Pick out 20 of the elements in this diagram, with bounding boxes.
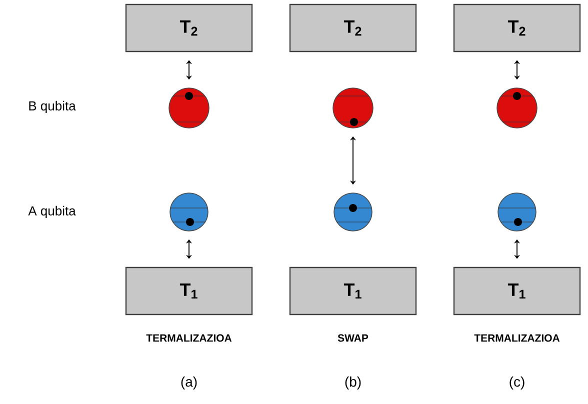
qubit-drawing — [170, 192, 208, 232]
panel-label: (c) — [510, 376, 524, 390]
qubit-drawing — [332, 88, 374, 128]
step-label: SWAP — [338, 334, 368, 342]
panel-label: (b) — [345, 376, 361, 390]
qubit-drawing — [168, 88, 210, 128]
step-label: TERMALIZAZIOA — [474, 334, 560, 342]
heat-bath-box: T$_{2}$ — [453, 4, 581, 52]
heat-bath-box: T$_{1}$ — [453, 266, 581, 316]
qubit-drawing — [334, 192, 372, 232]
panel-label: (a) — [181, 376, 197, 390]
heat-bath-box: T$_{1}$ — [125, 266, 253, 316]
heat-bath-box: T$_{2}$ — [125, 4, 253, 52]
axis-label: A qubita — [28, 206, 76, 218]
step-label: TERMALIZAZIOA — [146, 334, 232, 342]
axis-label: B qubita — [29, 100, 76, 114]
qubit-drawing — [498, 192, 536, 232]
qubit-drawing — [496, 88, 538, 128]
heat-bath-box: T$_{1}$ — [289, 266, 417, 316]
heat-bath-box: T$_{2}$ — [289, 4, 417, 52]
